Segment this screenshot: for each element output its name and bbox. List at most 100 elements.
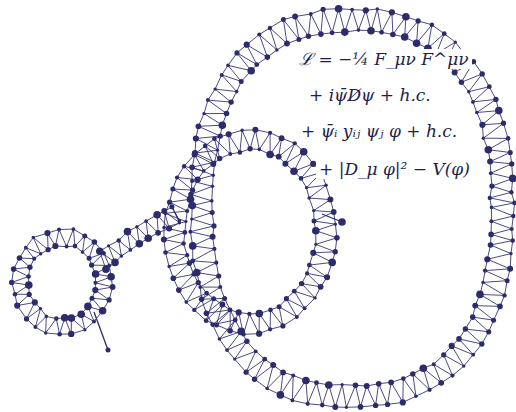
mesh-node	[228, 308, 232, 312]
mesh-node	[330, 30, 335, 35]
mesh-link	[292, 400, 307, 403]
mesh-link	[255, 365, 274, 379]
mesh-node	[195, 177, 201, 183]
mesh-node	[296, 37, 301, 42]
mesh-node	[280, 370, 286, 376]
mesh-node	[487, 159, 493, 165]
mesh-node	[332, 404, 338, 410]
mesh-link	[413, 374, 430, 390]
mesh-node	[72, 227, 76, 231]
mesh-link	[270, 310, 271, 329]
mesh-node	[462, 364, 465, 367]
mesh-node	[480, 71, 485, 76]
mesh-node	[506, 136, 511, 141]
mesh-link	[490, 153, 510, 162]
mesh-node	[65, 245, 69, 249]
mesh-link	[202, 287, 221, 299]
mesh-link	[313, 252, 335, 253]
mesh-link	[316, 244, 335, 252]
mesh-node	[153, 211, 161, 219]
equation-line: ℒ = −¼ F_μν F^μν	[296, 48, 472, 70]
mesh-node	[300, 148, 308, 156]
mesh-link	[200, 287, 220, 288]
mesh-node	[364, 383, 370, 389]
mesh-link	[490, 192, 512, 198]
mesh-node	[136, 240, 144, 248]
mesh-node	[14, 303, 20, 309]
mesh-node	[302, 377, 310, 385]
mesh-node	[107, 297, 112, 302]
mesh-link	[392, 12, 393, 34]
mesh-node	[247, 146, 252, 151]
mesh-node	[244, 370, 249, 375]
equation-line: + iψ̄D̸ψ + h.c.	[306, 84, 434, 106]
mesh-link	[475, 305, 500, 307]
mesh-node	[218, 133, 223, 138]
mesh-node	[254, 62, 259, 67]
mesh-node	[170, 187, 175, 192]
mesh-node	[310, 250, 316, 256]
mesh-node	[92, 270, 100, 278]
mesh-node	[117, 238, 121, 242]
mesh-node	[456, 336, 462, 342]
mesh-node	[32, 257, 36, 261]
mesh-link	[485, 271, 507, 281]
mesh-node	[83, 328, 86, 331]
mesh-node	[509, 175, 516, 183]
mesh-node	[191, 272, 196, 277]
mesh-node	[61, 314, 69, 322]
mesh-node	[185, 253, 189, 257]
mesh-node	[420, 364, 428, 372]
mesh-node	[432, 362, 436, 366]
mesh-node	[39, 252, 42, 255]
mesh-node	[275, 48, 278, 51]
mesh-node	[190, 188, 195, 193]
mesh-link	[323, 9, 332, 33]
mesh-node	[314, 243, 317, 246]
mesh-link	[305, 298, 315, 308]
mesh-link	[382, 12, 392, 32]
mesh-node	[244, 42, 250, 48]
mesh-node	[163, 250, 168, 255]
mesh-node	[459, 80, 464, 85]
mesh-node	[226, 131, 232, 137]
mesh-node	[270, 362, 276, 368]
mesh-node	[9, 280, 14, 285]
mesh-node	[189, 202, 197, 210]
mesh-node	[292, 14, 298, 20]
mesh-node	[212, 247, 216, 251]
mesh-link	[215, 75, 222, 89]
mesh-node	[413, 39, 421, 47]
mesh-node	[81, 250, 85, 254]
mesh-node	[204, 311, 210, 317]
mesh-node	[284, 296, 289, 301]
mesh-node	[238, 150, 243, 155]
mesh-link	[242, 130, 250, 149]
mesh-link	[214, 139, 230, 154]
mesh-node	[328, 259, 336, 267]
mesh-node	[92, 239, 98, 245]
mesh-link	[270, 28, 287, 44]
mesh-link	[317, 383, 323, 405]
mesh-link	[482, 123, 503, 125]
mesh-node	[199, 297, 204, 302]
mesh-link	[192, 219, 214, 226]
mesh-link	[271, 310, 283, 326]
mesh-link	[173, 189, 193, 190]
mesh-node	[279, 135, 285, 141]
mesh-node	[299, 176, 304, 181]
mesh-node	[402, 13, 410, 21]
mesh-link	[165, 211, 187, 213]
mesh-link	[215, 89, 237, 92]
mesh-node	[306, 34, 311, 39]
mesh-link	[321, 9, 323, 34]
mesh-link	[492, 207, 514, 216]
mesh-node	[268, 26, 272, 30]
mesh-node	[187, 195, 195, 203]
mesh-node	[318, 31, 324, 37]
mesh-node	[236, 309, 242, 315]
mesh-node	[129, 248, 133, 252]
mesh-node	[488, 232, 494, 238]
mesh-node	[501, 121, 506, 126]
mesh-node	[167, 200, 172, 205]
